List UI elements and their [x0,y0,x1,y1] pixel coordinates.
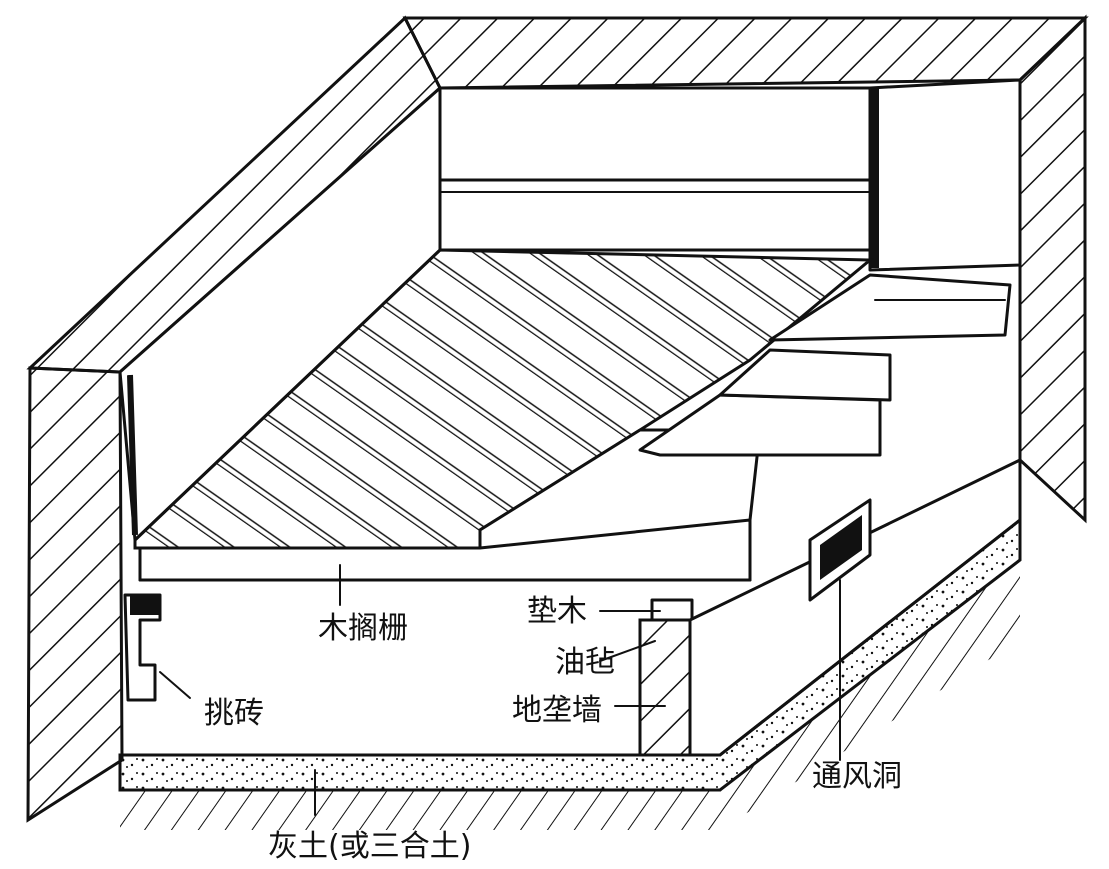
label-vent: 通风洞 [812,759,902,794]
corbel-bricks [123,593,162,702]
label-corbel-brick: 挑砖 [204,696,264,731]
back-wall [402,16,1089,90]
back-wall-face [438,78,1022,272]
corbel-leader [159,671,191,699]
label-joist: 木搁栅 [318,611,408,646]
felt-leader [599,640,656,662]
label-sleeper-wall: 地垄墙 [512,693,602,728]
right-wall [1018,14,1087,524]
leader-lines [159,564,841,816]
vent-opening [808,498,872,602]
back-left-wall [26,15,442,823]
ground [120,560,1020,830]
label-felt: 油毡 [555,645,615,680]
label-lime-soil: 灰土(或三合土) [268,829,471,864]
label-pad-wood: 垫木 [527,594,587,629]
front-joist-beam [138,518,752,582]
